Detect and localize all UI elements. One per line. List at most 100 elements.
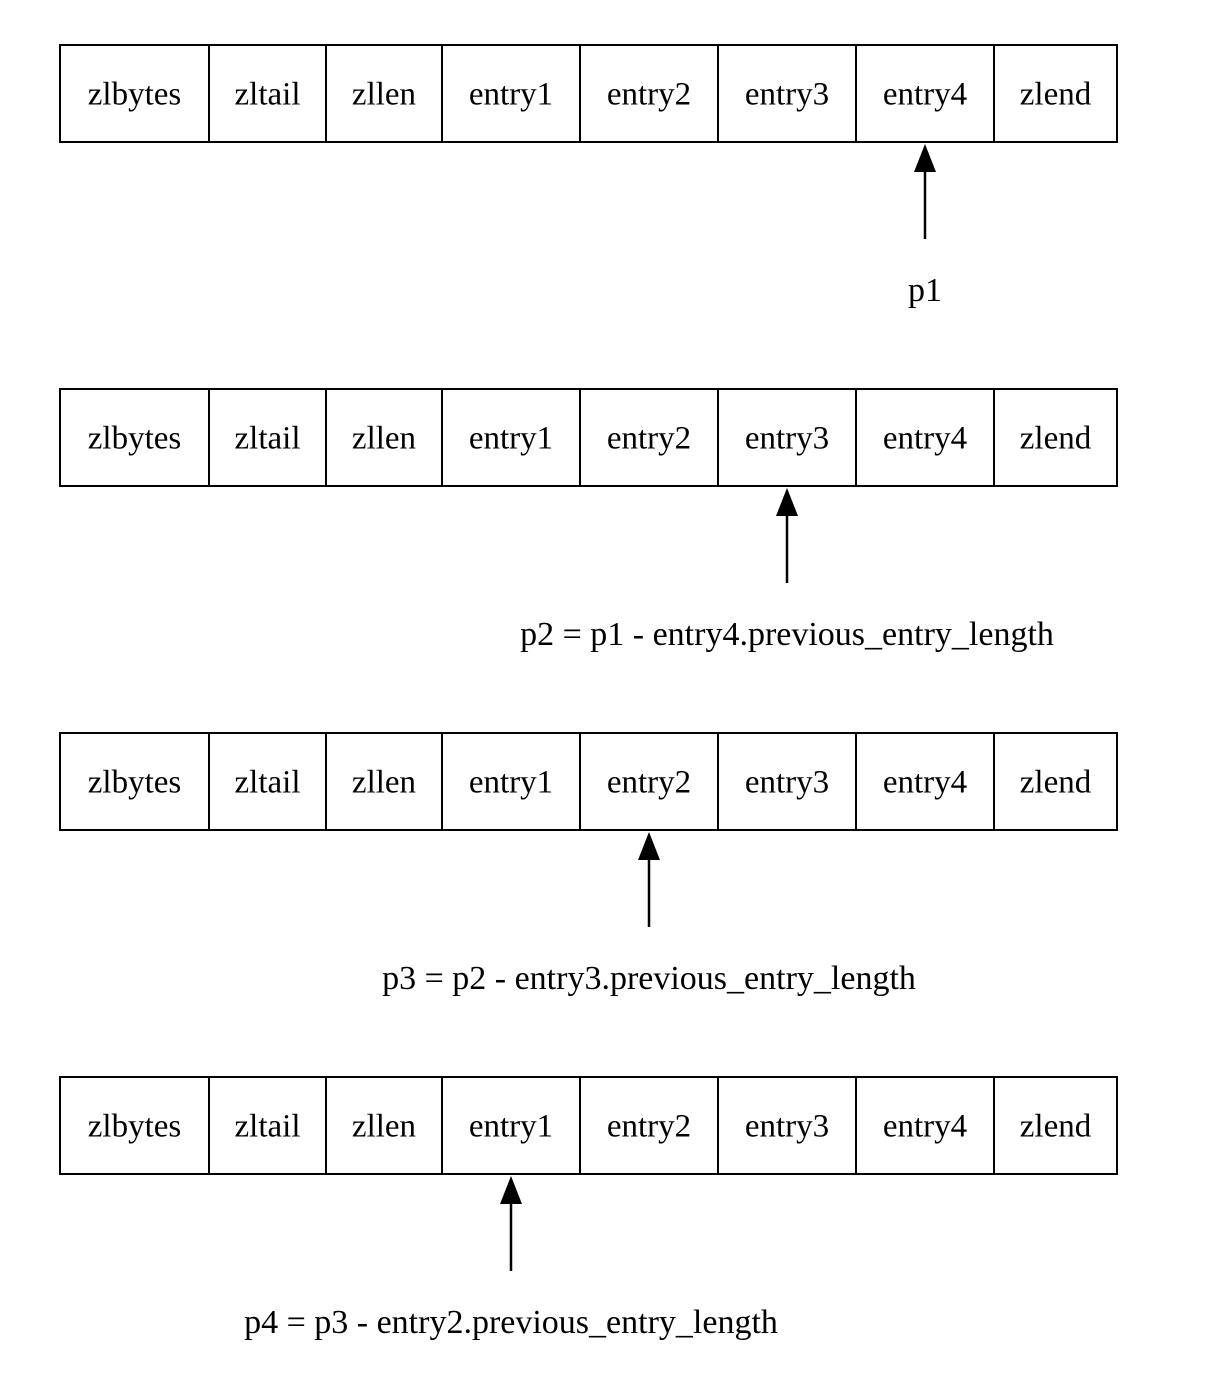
cell-entry3: entry3 (717, 732, 857, 831)
cell-entry3: entry3 (717, 44, 857, 143)
cell-label: entry2 (607, 77, 691, 113)
cell-zlend: zlend (993, 388, 1118, 487)
cell-label: entry4 (883, 421, 967, 457)
cell-entry1: entry1 (441, 1076, 581, 1175)
cell-box (208, 732, 327, 831)
cell-box (325, 44, 443, 143)
cell-entry2: entry2 (579, 44, 719, 143)
cell-zlbytes: zlbytes (59, 732, 210, 831)
cell-box (717, 388, 857, 487)
cell-entry3: entry3 (717, 388, 857, 487)
cell-zllen: zllen (325, 388, 443, 487)
cell-zltail: zltail (208, 44, 327, 143)
cell-entry2: entry2 (579, 1076, 719, 1175)
pointer-arrow-head (500, 1176, 522, 1204)
pointer-label: p2 = p1 - entry4.previous_entry_length (520, 616, 1054, 653)
cell-box (579, 1076, 719, 1175)
cell-zlend: zlend (993, 1076, 1118, 1175)
cell-label: entry2 (607, 1109, 691, 1145)
cell-label: zltail (235, 1109, 301, 1145)
pointer-arrow (638, 832, 660, 927)
cell-box (579, 732, 719, 831)
cell-label: zltail (235, 77, 301, 113)
cell-label: zlbytes (88, 1109, 181, 1145)
cell-zllen: zllen (325, 732, 443, 831)
cell-entry4: entry4 (855, 732, 995, 831)
cell-entry4: entry4 (855, 44, 995, 143)
pointer-label: p1 (908, 272, 942, 309)
pointer-label: p4 = p3 - entry2.previous_entry_length (244, 1304, 778, 1341)
cell-label: entry2 (607, 765, 691, 801)
cell-entry1: entry1 (441, 388, 581, 487)
cell-label: entry3 (745, 1109, 829, 1145)
cell-entry4: entry4 (855, 1076, 995, 1175)
cell-box (441, 732, 581, 831)
cell-label: zllen (352, 77, 416, 113)
cell-zlend: zlend (993, 732, 1118, 831)
cell-label: zllen (352, 421, 416, 457)
cell-label: entry1 (469, 77, 553, 113)
cell-box (855, 44, 995, 143)
cell-label: zlbytes (88, 765, 181, 801)
cell-label: entry4 (883, 1109, 967, 1145)
cell-box (717, 1076, 857, 1175)
pointer-arrow (500, 1176, 522, 1271)
pointer-arrow-head (638, 832, 660, 860)
cell-zltail: zltail (208, 1076, 327, 1175)
cell-box (208, 1076, 327, 1175)
cell-label: entry3 (745, 421, 829, 457)
cell-box (579, 388, 719, 487)
cell-zlend: zlend (993, 44, 1118, 143)
cell-label: zllen (352, 765, 416, 801)
cell-entry2: entry2 (579, 732, 719, 831)
cell-zltail: zltail (208, 732, 327, 831)
cell-box (993, 388, 1118, 487)
cell-box (59, 44, 210, 143)
cell-label: entry2 (607, 421, 691, 457)
cell-zlbytes: zlbytes (59, 44, 210, 143)
cell-label: entry1 (469, 1109, 553, 1145)
cell-label: zlend (1020, 77, 1092, 113)
cell-entry1: entry1 (441, 44, 581, 143)
cell-box (993, 44, 1118, 143)
cell-zltail: zltail (208, 388, 327, 487)
cell-box (717, 732, 857, 831)
cell-box (208, 388, 327, 487)
cell-box (59, 732, 210, 831)
cell-label: entry3 (745, 77, 829, 113)
cell-label: entry4 (883, 765, 967, 801)
cell-box (579, 44, 719, 143)
pointer-arrow (776, 488, 798, 583)
cell-box (855, 1076, 995, 1175)
cell-zllen: zllen (325, 1076, 443, 1175)
cell-label: zltail (235, 765, 301, 801)
cell-box (208, 44, 327, 143)
cell-box (325, 388, 443, 487)
cell-label: zlbytes (88, 421, 181, 457)
cell-entry1: entry1 (441, 732, 581, 831)
cell-box (717, 44, 857, 143)
cell-box (855, 388, 995, 487)
cell-zlbytes: zlbytes (59, 388, 210, 487)
cell-label: entry1 (469, 765, 553, 801)
ziplist-row-3: zlbytes zltail zllen entry1 entry2 entry3 entr… (59, 732, 1118, 997)
pointer-arrow-head (914, 144, 936, 172)
cell-label: zlbytes (88, 77, 181, 113)
pointer-arrow-head (776, 488, 798, 516)
cell-zllen: zllen (325, 44, 443, 143)
cell-box (855, 732, 995, 831)
cell-entry4: entry4 (855, 388, 995, 487)
cell-box (993, 1076, 1118, 1175)
cell-entry2: entry2 (579, 388, 719, 487)
cell-label: zlend (1020, 765, 1092, 801)
cell-entry3: entry3 (717, 1076, 857, 1175)
cell-label: entry1 (469, 421, 553, 457)
cell-label: zlend (1020, 421, 1092, 457)
cell-label: zllen (352, 1109, 416, 1145)
pointer-arrow (914, 144, 936, 239)
cell-label: zltail (235, 421, 301, 457)
ziplist-row-4: zlbytes zltail zllen entry1 entry2 entry3 entr… (59, 1076, 1118, 1341)
cell-label: entry4 (883, 77, 967, 113)
cell-box (59, 1076, 210, 1175)
